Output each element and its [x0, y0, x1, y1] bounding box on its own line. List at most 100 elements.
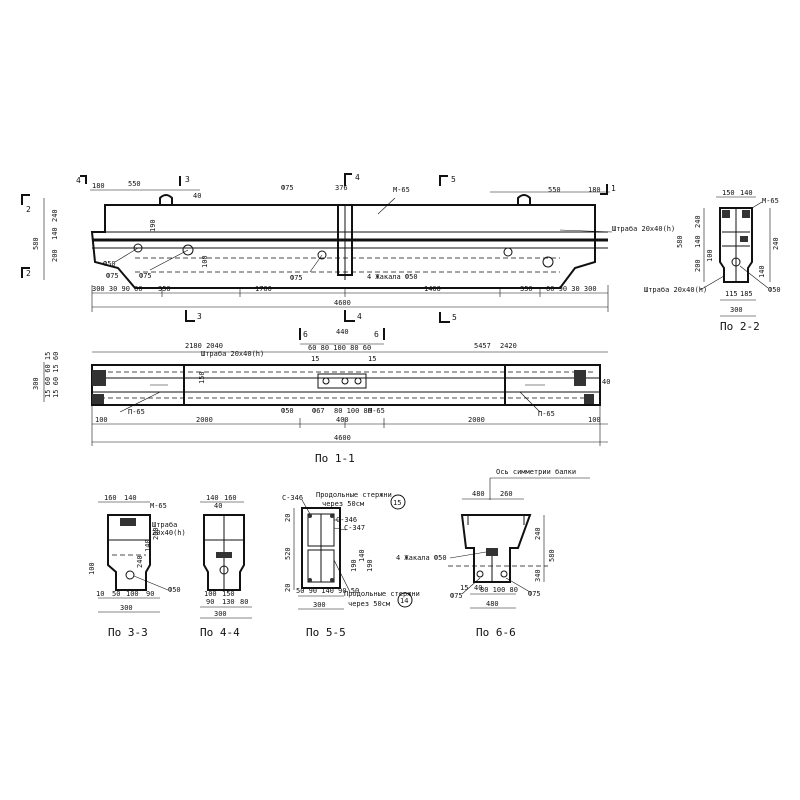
section-3-3: 160 140 М-65 Штраба 20х40(h) 100 240 140…: [88, 494, 186, 639]
label-phi50-plan: Ф50: [281, 407, 294, 415]
dim-260-s66: 260: [500, 490, 513, 498]
dim-chain-s55: 50 90 140 90 50: [296, 587, 359, 595]
dim-phi75-top: Ф75: [281, 184, 294, 192]
view-caption-3-3: По 3-3: [108, 626, 148, 639]
label-phi75-s66-right: Ф75: [528, 590, 541, 598]
dim-4600-plan: 4600: [334, 434, 351, 442]
dim-40-s66: 40: [474, 584, 482, 592]
dim-2420: 2420: [500, 342, 517, 350]
dim-240-s22-right: 240: [772, 237, 780, 250]
section-marker-6-left: 6: [299, 328, 308, 340]
dim-180-right: 180: [588, 186, 601, 194]
dim-140-left: 140: [51, 227, 59, 240]
dim-300-s55: 300: [313, 601, 326, 609]
label-groove: Штраба 20х40(h): [612, 225, 675, 233]
dim-chain-plan-left-2: 15 60 15 60: [52, 352, 60, 398]
section-marker-label: 3: [197, 312, 202, 321]
dim-480-s66-top: 480: [472, 490, 485, 498]
dim-300-s44: 300: [214, 610, 227, 618]
dim-160-s33: 160: [104, 494, 117, 502]
dim-1760: 1760: [255, 285, 272, 293]
dim-200-left: 200: [51, 249, 59, 262]
dim-350-right: 350: [520, 285, 533, 293]
view-caption-2-2: По 2-2: [720, 320, 760, 333]
dim-80-s44: 80: [240, 598, 248, 606]
label-phi75: Ф75: [106, 272, 119, 280]
dim-15-s66: 15: [460, 584, 468, 592]
dim-480-s66-bottom: 480: [486, 600, 499, 608]
dim-140-s22: 140: [740, 189, 753, 197]
section-marker-4b-top: 4: [344, 173, 360, 186]
label-groove-s22: Штраба 20х40(h): [644, 286, 707, 294]
dim-240-s22-left: 240: [694, 215, 702, 228]
callout-15: [390, 494, 406, 510]
dim-2000-right: 2000: [468, 416, 485, 424]
dim-2000-left: 2000: [196, 416, 213, 424]
dim-100-s33: 100: [88, 562, 96, 575]
callout-14-label: 14: [400, 597, 408, 605]
dim-15-left: 15: [311, 355, 319, 363]
section-marker-label: 4: [357, 312, 362, 321]
label-phi75-s66-left: Ф75: [450, 592, 463, 600]
label-m65-s33: М-65: [150, 502, 167, 510]
dim-376: 376: [335, 184, 348, 192]
section-marker-4-bottom: 4: [344, 310, 362, 322]
dim-115-s22: 115: [725, 290, 738, 298]
dim-440-plan: 440: [336, 328, 349, 336]
dim-40-s44: 40: [214, 502, 222, 510]
dim-300-s33: 300: [120, 604, 133, 612]
view-caption-6-6: По 6-6: [476, 626, 516, 639]
section-5-5-outline: [301, 507, 341, 589]
dim-580-s66: 580: [548, 549, 556, 562]
label-p65-left: П-65: [128, 408, 145, 416]
dim-400-plan: 400: [336, 416, 349, 424]
section-3-3-outline: [107, 514, 151, 591]
plan-outline: [91, 364, 601, 406]
view-caption-4-4: По 4-4: [200, 626, 240, 639]
section-marker-label: 2: [26, 269, 31, 278]
dim-chain-plan-top: 60 80 100 80 60: [308, 344, 371, 352]
section-marker-label: 5: [452, 313, 457, 322]
section-marker-label: 4: [355, 173, 360, 182]
beam-plan: 6 6 440 60 80 100 80 60 2180 2040 Штраба…: [32, 328, 610, 465]
label-spacing-bottom: через 50см: [348, 600, 391, 608]
dim-5457: 5457: [474, 342, 491, 350]
section-marker-label: 2: [26, 205, 31, 214]
label-c346-s55: С-346: [282, 494, 303, 502]
dim-10-s33: 10: [96, 590, 104, 598]
section-marker-5-top: 5: [439, 175, 456, 186]
dim-4600-elevation: 4600: [334, 299, 351, 307]
label-groove-s33: Штраба: [152, 521, 177, 529]
dim-200-s22: 200: [694, 259, 702, 272]
dim-chain-plan-left: 15 60 60 15: [44, 352, 52, 398]
opening-phi75: [542, 256, 554, 268]
lifting-loop-left: [159, 194, 173, 205]
section-6-6: Ось симметрии балки 480 260 4 Жакала Ф50…: [396, 468, 590, 639]
opening-phi50: [503, 247, 513, 257]
dim-550-left: 550: [128, 180, 141, 188]
dim-chain-left: 300 30 90 60: [92, 285, 143, 293]
section-2-2: 150 140 М-65 580 200 140 240 100 Штраба …: [644, 189, 781, 333]
dim-140-s33: 140: [144, 539, 152, 552]
label-phi75: Ф75: [139, 272, 152, 280]
dim-150-plan: 150: [198, 371, 206, 384]
beam-elevation: 4 3 4 5 1 2 2 180 550 40 Ф75 376 М-65: [21, 173, 675, 323]
dim-580-s22: 580: [676, 235, 684, 248]
view-caption-5-5: По 5-5: [306, 626, 346, 639]
dim-80-100-80-plan: 80 100 80: [334, 407, 372, 415]
dim-300-s22: 300: [730, 306, 743, 314]
dim-1400: 1400: [424, 285, 441, 293]
dim-2180-2040: 2180 2040: [185, 342, 223, 350]
dim-140-s33: 140: [124, 494, 137, 502]
dim-80-100-80-s66: 80 100 80: [480, 586, 518, 594]
section-marker-label: 6: [303, 330, 308, 339]
dim-50-s33: 50: [112, 590, 120, 598]
dim-240-s66: 240: [534, 527, 542, 540]
dim-190-s55-b: 190: [366, 559, 374, 572]
section-marker-2-left: 2 2: [21, 194, 31, 278]
section-5-5: С-346 Продольные стержни через 50см 15 С…: [282, 491, 420, 639]
section-marker-label: 1: [611, 184, 616, 193]
dim-40: 40: [193, 192, 201, 200]
section-marker-3-top: 3: [179, 175, 190, 186]
